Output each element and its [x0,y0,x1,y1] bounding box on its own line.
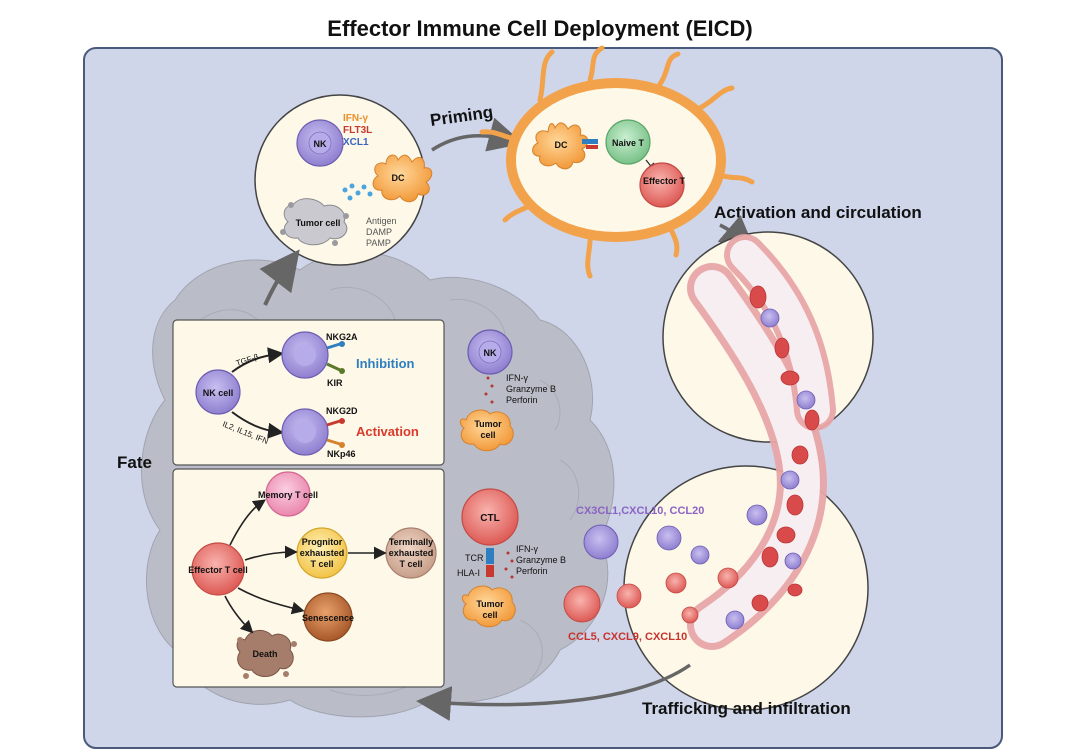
prog-label-2: exhausted [300,548,345,558]
migrating-nk-cell [583,524,619,560]
effector-t-label: Effector T [643,176,686,186]
activation-label: Activation [356,424,419,439]
inhibition-label: Inhibition [356,356,415,371]
signal-flt3l: FLT3L [343,125,372,136]
purple-chemokines: CX3CL1,CXCL10, CCL20 [576,505,704,517]
nk-label: NK [314,139,327,149]
nkg2a-label: NKG2A [326,332,358,342]
signal-xcl1: XCL1 [343,137,369,148]
term-label-1: Terminally [389,537,433,547]
ctl-granzyme-label: Granzyme B [516,555,566,565]
antigen-label: Antigen [366,216,397,226]
trafficking-label: Trafficking and infiltration [642,699,851,718]
hla-label: HLA-I [457,568,480,578]
nk-fate-panel: NK cell TGF-β IL2, IL15, IFN NKG2A KIR N… [172,319,445,466]
nk-tumor-label-2: cell [480,430,495,440]
blood-vessel-view [616,231,874,711]
kir-label: KIR [327,378,343,388]
red-chemokines: CCL5, CXCL9, CXCL10 [568,631,687,643]
signal-ifn: IFN-γ [343,113,368,124]
nk-perforin-label: Perforin [506,395,538,405]
senescence-label: Senescence [302,613,354,623]
effector-t-cell [639,162,685,208]
nk-ifn-label: IFN-γ [506,373,528,383]
fate-label: Fate [117,453,152,472]
nkp46-label: NKp46 [327,449,356,459]
ln-dendritic-cell [532,122,589,170]
nk-tumor-label-1: Tumor [474,419,502,429]
ctl-perforin-label: Perforin [516,566,548,576]
naive-t-cell [605,119,651,165]
dendritic-cell: DC [372,154,433,203]
activation-circulation-label: Activation and circulation [714,203,922,222]
tumor-cell-label: Tumor cell [296,218,341,228]
ctl-killing: CTL TCR HLA-I IFN-γ Granzyme B Perforin … [457,488,566,628]
damp-label: DAMP [366,227,392,237]
ctl-ifn-label: IFN-γ [516,544,538,554]
tcr-label: TCR [465,553,484,563]
antigen-dots [342,183,373,201]
nkg2d-label: NKG2D [326,406,358,416]
prog-label-1: Prognitor [302,537,343,547]
arrow-to-circle [259,249,300,306]
nk-granzyme-label: Granzyme B [506,384,556,394]
nk-killing: NK Tumor cell IFN-γ Granzyme B Perforin [459,329,556,452]
ln-dc-label: DC [555,140,568,150]
ctl-tumor-label-1: Tumor [476,599,504,609]
ctl-tumor-label-2: cell [482,610,497,620]
term-label-2: exhausted [389,548,434,558]
effector-t-fate-label: Effector T cell [188,565,248,575]
diagram-title: Effector Immune Cell Deployment (EICD) [327,16,752,41]
tumor-immune-circle: NK DC IFN-γ FLT3L XCL1 Tumor cell Antige… [254,94,433,266]
nk-cell-label: NK cell [203,388,234,398]
death-label: Death [252,649,277,659]
t-cell-fate-panel: Effector T cell Memory T cell Prognitor … [172,468,445,688]
naive-t-label: Naive T [612,138,645,148]
term-label-3: T cell [399,559,422,569]
lymph-node: DC Naive T Effector T [479,45,755,279]
priming-arrow [431,117,524,152]
migrating-t-cell [563,585,601,623]
prog-label-3: T cell [310,559,333,569]
memory-t-label: Memory T cell [258,490,318,500]
pamp-label: PAMP [366,238,391,248]
trafficking-arrow [416,663,692,721]
dying-tumor-cell: Tumor cell [280,198,349,246]
ctl-label: CTL [480,513,499,524]
nk-kill-label: NK [484,348,497,358]
dc-label: DC [392,173,405,183]
